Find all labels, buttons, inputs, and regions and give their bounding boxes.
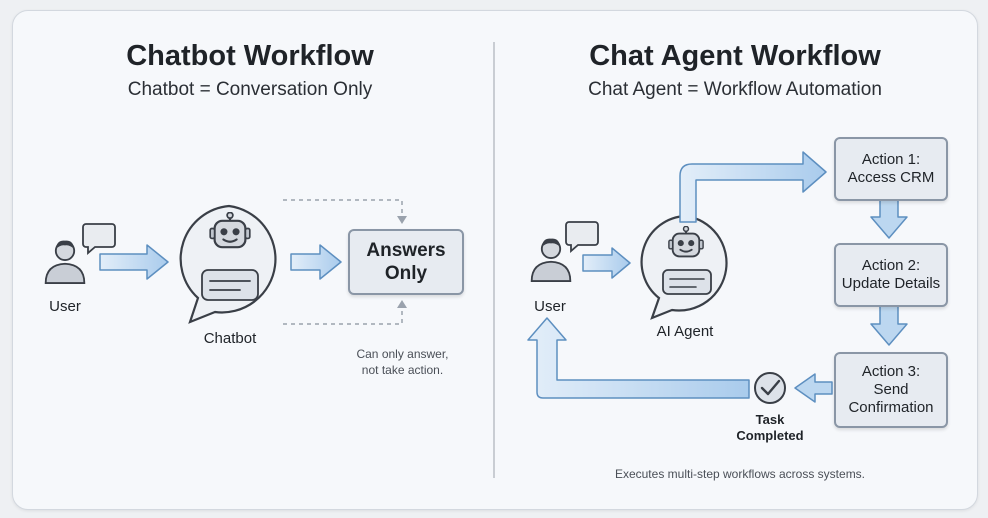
chatbot-label: Chatbot <box>203 330 257 347</box>
right-speech-bubble-icon <box>565 221 599 253</box>
chatbot-chat-bubble-icon <box>179 204 277 324</box>
action-3-line-2: Send <box>873 381 909 398</box>
action-3-line-3: Confirmation <box>848 399 934 416</box>
note-line-1: Can only answer, <box>356 347 449 361</box>
right-subtitle: Chat Agent = Workflow Automation <box>588 79 882 100</box>
action-3-line-1: Action 3: <box>861 363 921 380</box>
agent-to-action1-arrow <box>679 151 827 223</box>
task-line-1: Task <box>755 412 785 427</box>
dashed-feedback-bottom <box>283 300 407 325</box>
dashed-feedback-top <box>283 199 407 224</box>
right-user-label: User <box>534 298 566 315</box>
chatbot-to-answers-arrow <box>290 244 342 280</box>
right-title: Chat Agent Workflow <box>589 40 881 72</box>
action-2-line-2: Update Details <box>841 275 941 292</box>
action-1-box: Action 1: Access CRM <box>834 137 948 201</box>
left-title: Chatbot Workflow <box>126 40 374 72</box>
agent-label: AI Agent <box>656 323 714 340</box>
note-line-2: not take action. <box>361 363 444 377</box>
task-to-user-return-arrow <box>527 317 750 399</box>
answers-box-line-1: Answers <box>366 240 446 261</box>
task-checkmark-icon <box>754 372 786 404</box>
task-line-2: Completed <box>736 428 804 443</box>
action-1-line-2: Access CRM <box>847 169 935 186</box>
left-user-label: User <box>49 298 81 315</box>
action-2-box: Action 2: Update Details <box>834 243 948 307</box>
left-subtitle: Chatbot = Conversation Only <box>127 79 373 100</box>
left-user-icon <box>44 239 86 285</box>
right-footer-note: Executes multi-step workflows across sys… <box>614 467 866 481</box>
action1-to-action2-arrow <box>870 198 908 239</box>
left-speech-bubble-icon <box>82 223 116 255</box>
action-3-box: Action 3: Send Confirmation <box>834 352 948 428</box>
user-to-chatbot-arrow <box>99 244 169 280</box>
user-to-agent-arrow <box>582 247 631 279</box>
action2-to-action3-arrow <box>870 305 908 346</box>
right-user-icon <box>530 237 572 283</box>
chatbot-note: Can only answer, not take action. <box>340 346 465 378</box>
answers-only-box: Answers Only <box>348 229 464 295</box>
action-2-line-1: Action 2: <box>861 257 921 274</box>
agent-chat-bubble-icon <box>640 214 728 320</box>
task-completed-label: Task Completed <box>725 412 815 444</box>
action3-to-task-arrow <box>794 373 833 403</box>
action-1-line-1: Action 1: <box>861 151 921 168</box>
answers-box-line-2: Only <box>384 263 428 284</box>
